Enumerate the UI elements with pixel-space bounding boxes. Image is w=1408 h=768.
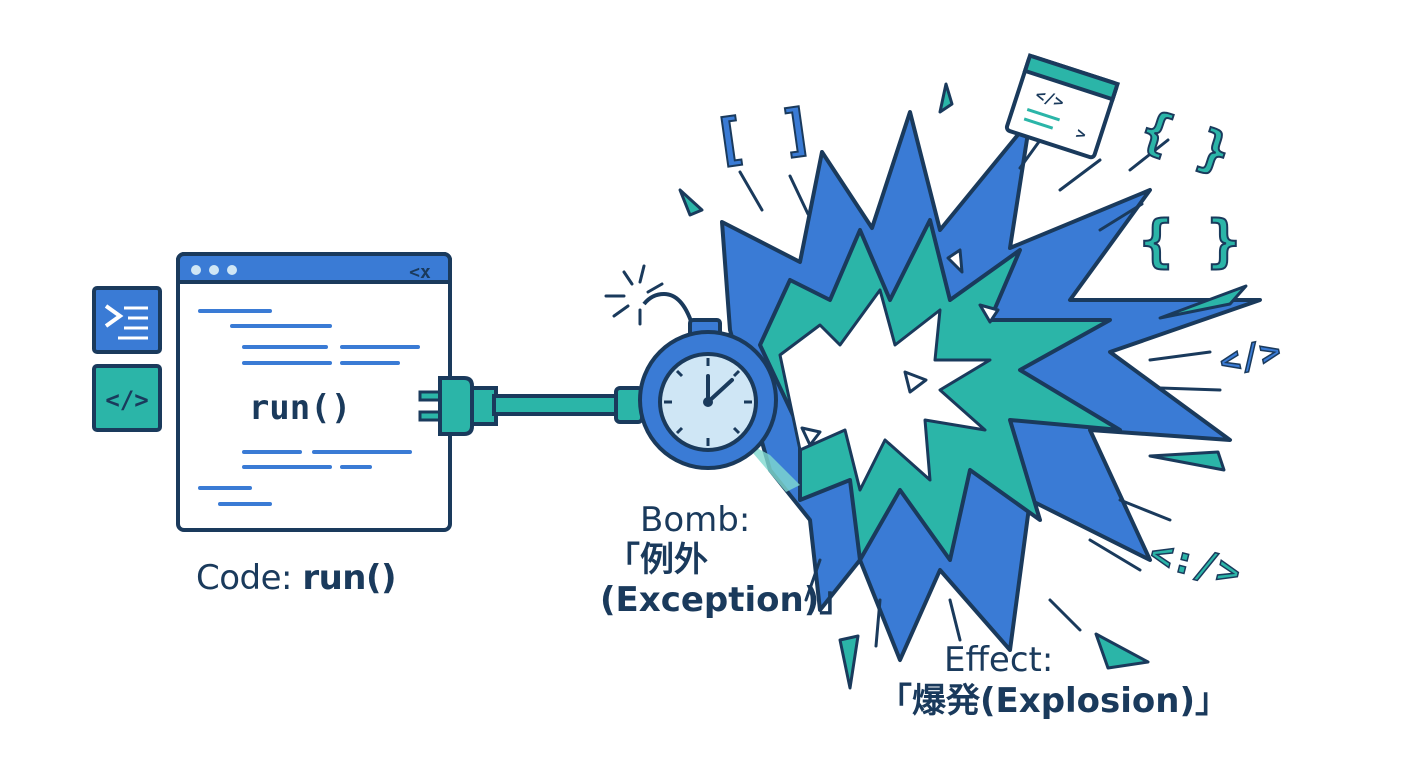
curly-braces-symbol-2: { } (1139, 209, 1240, 274)
code-lines-bottom (198, 450, 412, 506)
code-call: run() (249, 388, 351, 428)
svg-text:</>: </> (105, 386, 148, 414)
explosion-burst (720, 110, 1262, 662)
code-brackets-icon: </> (92, 364, 162, 432)
effect-caption: Effect: 「爆発(Explosion)」 (878, 640, 1238, 722)
clock-ticks (664, 358, 752, 446)
close-tag-symbol: </> (1216, 331, 1284, 383)
bomb-caption-label: Bomb: (640, 500, 751, 540)
window-dot (191, 265, 201, 275)
window-controls: <x (409, 262, 431, 283)
code-caption-label: Code: (196, 558, 303, 598)
code-window: <x run() (176, 252, 452, 532)
code-lines-top (198, 309, 420, 365)
code-caption-function: run() (302, 558, 397, 598)
spark-icon (604, 264, 664, 326)
effect-caption-term: 「爆発(Explosion)」 (878, 680, 1230, 721)
bomb-caption-term-en: (Exception)」 (600, 580, 854, 621)
tag-symbol: <:/> (1146, 530, 1245, 595)
square-brackets-symbol: [ ] (709, 96, 818, 174)
bomb-caption-term: 「例外 (606, 540, 708, 581)
plug-connector (418, 376, 620, 436)
window-dot (227, 265, 237, 275)
bomb-timer (604, 264, 800, 492)
explosion-shards (678, 82, 1248, 690)
curly-braces-symbol: { } (1134, 99, 1238, 182)
terminal-icon (92, 286, 162, 354)
bomb-caption: Bomb: 「例外 (Exception)」 (600, 500, 860, 620)
code-caption: Code: run() (196, 558, 397, 598)
flying-browser-icon: </> > (1004, 53, 1121, 160)
window-dot (209, 265, 219, 275)
effect-caption-label: Effect: (944, 640, 1054, 680)
